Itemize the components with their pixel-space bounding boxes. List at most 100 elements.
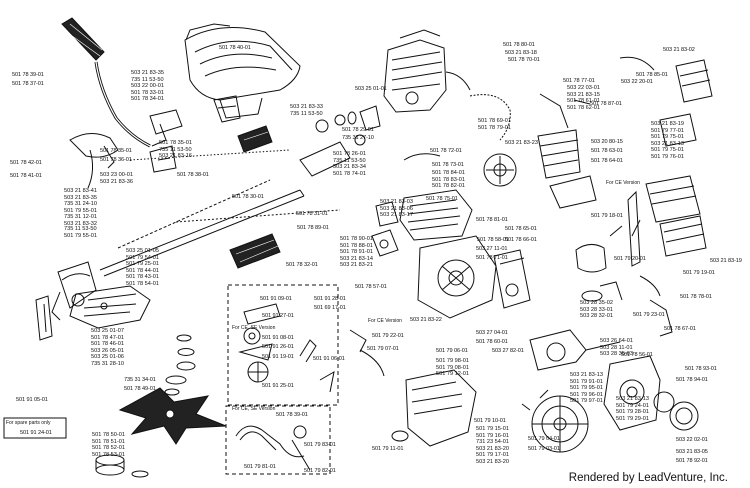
air-filter-drawing xyxy=(619,56,713,257)
part-label: 503 25 01-01 xyxy=(355,86,387,92)
part-label: 501 91 08-01 xyxy=(262,335,294,341)
part-label: 501 78 70-01 xyxy=(508,57,540,63)
note-ce-sd-version-b: For CE, SE Version xyxy=(232,325,276,331)
part-label: 501 78 30-01 xyxy=(232,194,264,200)
part-label: 501 79 82-01 xyxy=(304,468,336,474)
part-label: 503 27 11-01 xyxy=(476,246,508,252)
part-label: 501 78 92-01 xyxy=(676,458,708,464)
part-label: 503 21 83-22 xyxy=(410,317,442,323)
part-label: 501 78 41-01 xyxy=(10,173,42,179)
tool-kit-drawing xyxy=(238,303,335,393)
starter-drawing xyxy=(521,355,699,453)
part-label: 501 91 24-01 xyxy=(20,430,52,436)
part-label: 501 78 72-01 xyxy=(430,148,462,154)
part-label: 501 91 19-01 xyxy=(262,354,294,360)
part-label: 501 78 63-01 xyxy=(591,148,623,154)
part-label: 501 78 75-01 xyxy=(426,196,458,202)
part-label: 735 31 27-10 xyxy=(342,135,374,141)
part-label: 501 79 10-01 xyxy=(474,418,506,424)
part-label: 501 78 35-01 xyxy=(100,148,132,154)
part-label: 503 22 02-01 xyxy=(676,437,708,443)
part-label: 501 78 89-01 xyxy=(297,225,329,231)
part-label: 503 27 82-01 xyxy=(492,348,524,354)
part-label: 501 79 19-01 xyxy=(683,270,715,276)
ce-version-box xyxy=(225,405,331,475)
part-label: 501 78 77-01 xyxy=(563,78,595,84)
credit-text: Rendered by LeadVenture, Inc. xyxy=(568,472,728,484)
muffler-drawing xyxy=(375,189,473,241)
part-label: 501 78 42-01 xyxy=(10,160,42,166)
part-label: 501 91 06-01 xyxy=(313,356,345,362)
part-label: 501 79 04-01 xyxy=(528,436,560,442)
part-label-group: 503 21 83-23 xyxy=(505,140,538,146)
washers-drawing xyxy=(164,334,196,396)
part-label: 501 79 81-01 xyxy=(244,464,276,470)
tool-kit-box xyxy=(227,284,339,406)
wires-drawing xyxy=(403,93,591,161)
part-label: 501 79 06-01 xyxy=(436,348,468,354)
crankcase-drawing xyxy=(371,229,531,319)
shield-drawing xyxy=(35,285,151,341)
part-label: 501 91 26-01 xyxy=(262,344,294,350)
part-label: 503 20 80-15 xyxy=(591,139,623,145)
part-label: 501 78 29-01 xyxy=(342,127,374,133)
part-label: 501 91 28-01 xyxy=(314,296,346,302)
part-label: 501 78 58-01 xyxy=(477,237,509,243)
part-label: 501 91 27-01 xyxy=(262,313,294,319)
part-label: 501 78 80-01 xyxy=(503,42,535,48)
spare-parts-box xyxy=(3,417,67,439)
part-label: 501 91 05-01 xyxy=(16,397,48,403)
part-label: 501 79 22-01 xyxy=(372,333,404,339)
gear-head-drawing xyxy=(51,261,97,321)
part-label: 501 78 56-01 xyxy=(621,352,653,358)
part-label: 503 21 83-19 xyxy=(710,258,742,264)
part-label: 501 91 09-01 xyxy=(260,296,292,302)
part-label: 501 78 60-01 xyxy=(476,339,508,345)
part-label: 501 79 20-01 xyxy=(614,256,646,262)
note-ce-version-b: For CE Version xyxy=(606,180,640,186)
part-label: 501 79 18-01 xyxy=(591,213,623,219)
part-label: 501 78 37-01 xyxy=(12,81,44,87)
part-label: 501 78 85-01 xyxy=(636,72,668,78)
clamp-drawing xyxy=(149,95,241,173)
part-label: 501 78 67-01 xyxy=(664,326,696,332)
note-ce-version-a: For CE Version xyxy=(368,318,402,324)
part-label: 501 79 83-01 xyxy=(304,442,336,448)
part-label: 501 78 36-01 xyxy=(100,157,132,163)
note-spare-parts-only: For spare parts only xyxy=(6,420,51,426)
part-label: 501 78 94-01 xyxy=(676,377,708,383)
fuel-tank-drawing xyxy=(349,329,477,447)
part-label: 503 27 04-01 xyxy=(476,330,508,336)
throttle-trigger-drawing xyxy=(69,133,119,189)
part-label: 501 78 57-01 xyxy=(355,284,387,290)
part-label: 501 78 49-01 xyxy=(124,386,156,392)
part-label: 501 78 71-01 xyxy=(476,255,508,261)
part-label: 501 78 78-01 xyxy=(680,294,712,300)
part-label: 501 91 25-01 xyxy=(262,383,294,389)
part-label: 501 78 40-01 xyxy=(219,45,251,51)
part-label: 501 78 39-01 xyxy=(12,72,44,78)
part-label: 735 31 34-01 xyxy=(124,377,156,383)
part-label: 501 78 32-01 xyxy=(286,262,318,268)
part-label: 501 79 03-01 xyxy=(528,446,560,452)
part-label: 501 78 66-01 xyxy=(505,237,537,243)
part-label: 501 79 23-01 xyxy=(633,312,665,318)
engine-cylinder-drawing xyxy=(354,29,471,146)
